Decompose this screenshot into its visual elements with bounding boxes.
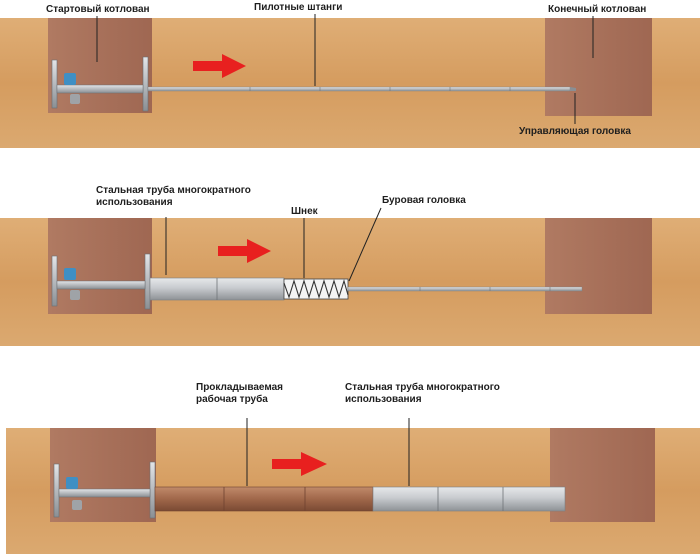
steel-casing-pipe: [149, 277, 285, 301]
jacking-frame: [51, 56, 149, 112]
panel-2-auger-boring: [0, 207, 700, 346]
label-steel-pipe: Стальная труба многократного использован…: [345, 382, 500, 405]
end-pit: [545, 18, 652, 116]
end-pit: [545, 218, 652, 314]
label-drill-head: Буровая головка: [382, 195, 466, 206]
hydraulic-jack-icon: [64, 268, 76, 280]
jacking-frame: [53, 461, 156, 519]
label-work-pipe: Прокладываемая рабочая труба: [196, 382, 284, 405]
jacking-frame: [51, 253, 151, 310]
hydraulic-jack-icon: [66, 477, 78, 489]
work-pipe: [154, 486, 374, 512]
direction-arrow: [218, 239, 271, 263]
auger: [283, 278, 349, 300]
label-steel-pipe: Стальная труба многократного использован…: [96, 185, 251, 208]
label-steering-head: Управляющая головка: [519, 126, 631, 137]
steel-casing-pipe: [372, 486, 566, 512]
end-pit: [550, 428, 655, 522]
start-pit: [48, 18, 152, 113]
direction-arrow: [193, 54, 246, 78]
start-pit: [48, 218, 152, 314]
label-auger: Шнек: [291, 206, 318, 217]
label-pilot-rods: Пилотные штанги: [254, 2, 343, 13]
panel-1-pilot-drilling: [0, 14, 700, 148]
steering-head: [570, 87, 576, 91]
direction-arrow: [272, 452, 327, 476]
panel-3-pipe-installation: [6, 418, 700, 554]
pilot-rods: [347, 286, 583, 292]
label-start-pit: Стартовый котлован: [46, 4, 150, 15]
label-end-pit: Конечный котлован: [548, 4, 647, 15]
start-pit: [50, 428, 156, 522]
pilot-rods: [147, 86, 576, 92]
hydraulic-jack-icon: [64, 73, 76, 85]
